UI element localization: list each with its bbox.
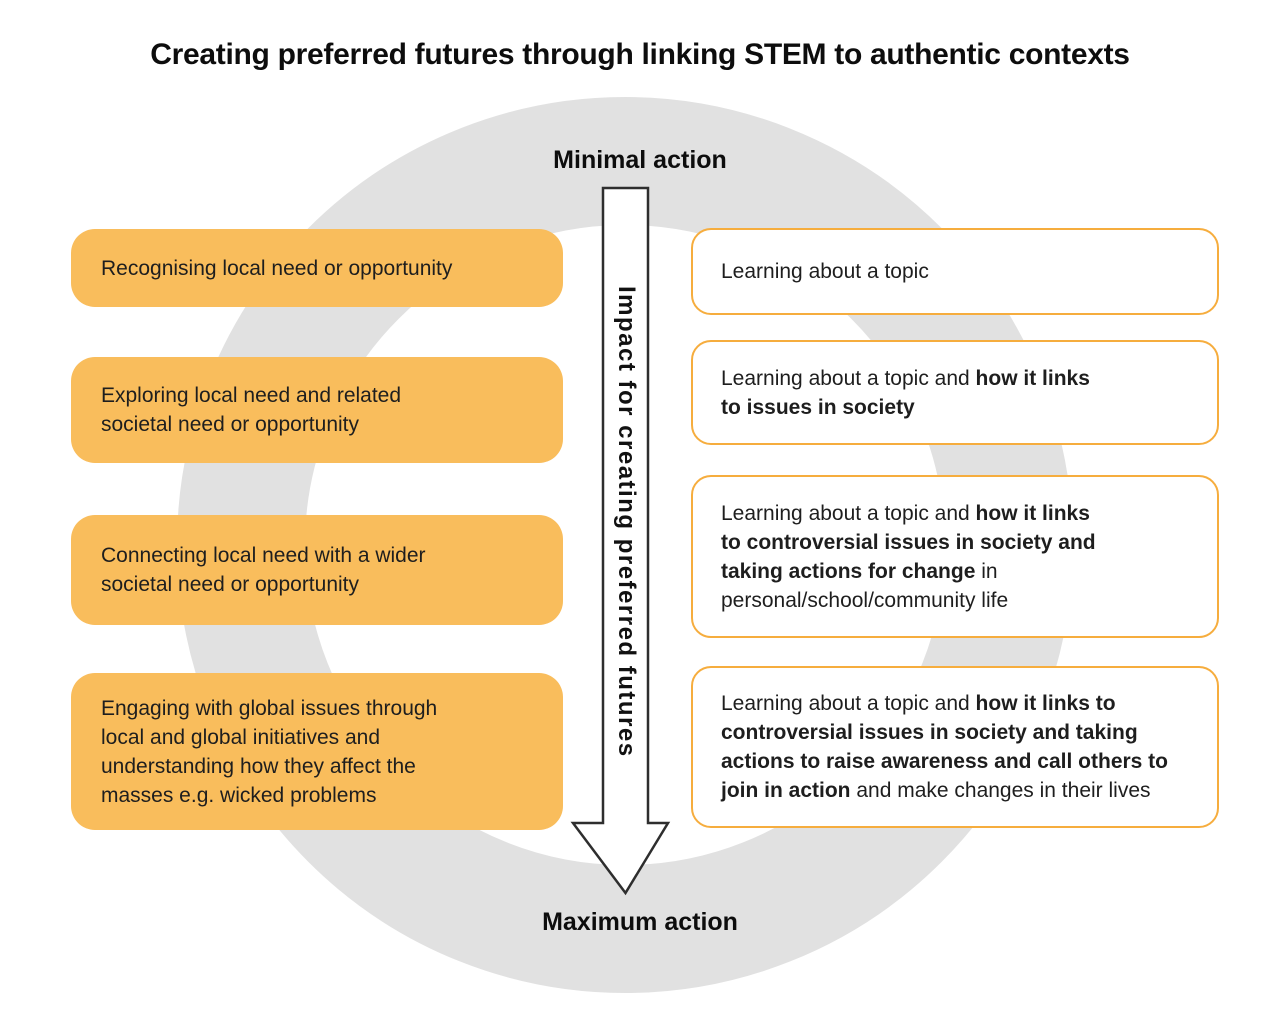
text-line: taking actions for change in	[721, 559, 998, 583]
text-line: understanding how they affect the	[101, 754, 416, 778]
text-line: to controversial issues in society and	[721, 530, 1096, 554]
stage-box-connecting: Connecting local need with a wider societ…	[71, 515, 563, 625]
outcome-box-raise-awareness: Learning about a topic and how it links …	[691, 666, 1219, 828]
stage-box-recognising: Recognising local need or opportunity	[71, 229, 563, 307]
minimal-action-label: Minimal action	[553, 146, 727, 174]
text-line: masses e.g. wicked problems	[101, 783, 377, 807]
text-line: controversial issues in society and taki…	[721, 721, 1138, 744]
text-line: societal need or opportunity	[101, 413, 359, 436]
text-line: Connecting local need with a wider	[101, 544, 426, 567]
stage-box-exploring: Exploring local need and related societal…	[71, 357, 563, 463]
outcome-box-actions-for-change: Learning about a topic and how it links t…	[691, 475, 1219, 638]
text-line: Recognising local need or opportunity	[101, 256, 453, 280]
text-line: Exploring local need and related	[101, 384, 402, 407]
text-line: to issues in society	[721, 395, 915, 419]
text-line: join in action and make changes in their…	[721, 779, 1151, 802]
page-title: Creating preferred futures through linki…	[150, 38, 1130, 71]
text-line: Learning about a topic and how it links …	[721, 692, 1116, 715]
text-line: societal need or opportunity	[101, 573, 359, 596]
text-line: Learning about a topic	[721, 260, 929, 283]
text-line: Engaging with global issues through	[101, 696, 438, 720]
outcome-box-issues: Learning about a topic and how it links t…	[691, 340, 1219, 445]
text-line: actions to raise awareness and call othe…	[721, 750, 1168, 773]
text-line: local and global initiatives and	[101, 725, 381, 749]
text-line: Learning about a topic and how it links	[721, 366, 1090, 390]
stage-box-engaging: Engaging with global issues through local…	[71, 673, 563, 830]
maximum-action-label: Maximum action	[542, 908, 738, 936]
outcome-box-topic: Learning about a topic	[691, 228, 1219, 315]
text-line: personal/school/community life	[721, 588, 1009, 612]
text-line: Learning about a topic and how it links	[721, 501, 1090, 525]
